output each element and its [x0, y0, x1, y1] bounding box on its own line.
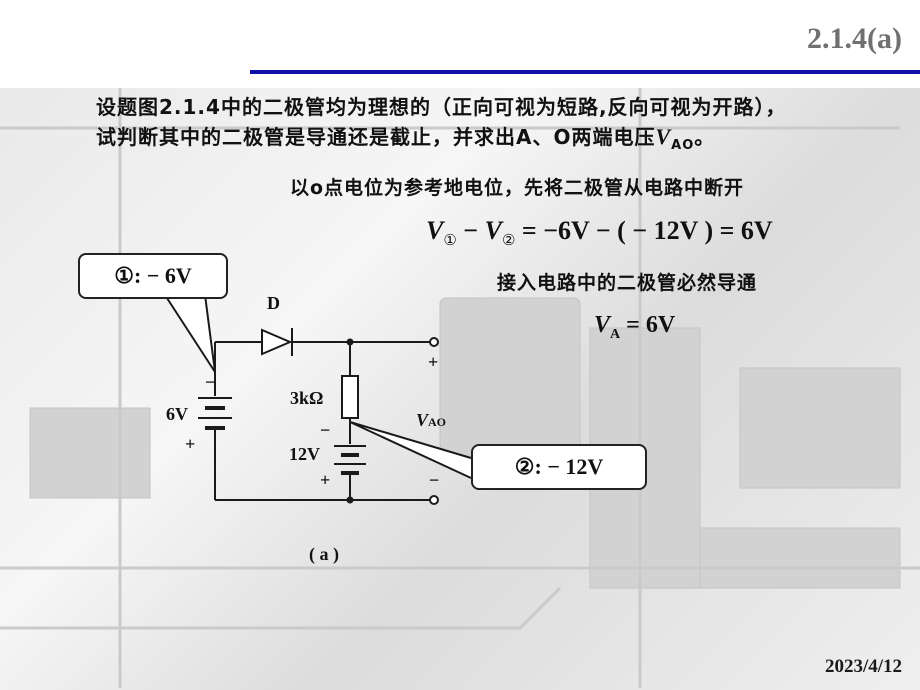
callout1-pointer [164, 294, 216, 373]
statement-line1: 设题图2.1.4中的二极管均为理想的（正向可视为短路,反向可视为开路）， [96, 95, 787, 119]
diode-triangle [261, 328, 293, 356]
diode-label: D [267, 293, 280, 313]
reference-line: 以o点电位为参考地电位，先将二极管从电路中断开 [290, 177, 745, 199]
junction-top [346, 338, 354, 346]
eq1-sub2: ② [501, 233, 516, 249]
output-plus: + [428, 352, 439, 372]
figure-caption: ( a ) [309, 544, 339, 564]
output-v: V [416, 410, 429, 430]
callout-node1: ①: − 6V [78, 253, 228, 299]
statement-line2: 试判断其中的二极管是导通还是截止，并求出A、O两端电压VAO。 [96, 122, 916, 161]
source2-label: 12V [289, 444, 320, 464]
problem-statement: 设题图2.1.4中的二极管均为理想的（正向可视为短路,反向可视为开路）， 试判断… [96, 92, 916, 161]
eq1-rest: = −6V − ( − 12V ) = 6V [515, 216, 773, 245]
output-sub: AO [428, 415, 447, 429]
title-underline [250, 70, 920, 74]
conducting-line: 接入电路中的二极管必然导通 [497, 272, 758, 294]
eq2-sub: A [610, 327, 621, 342]
callout2-pointer [349, 421, 472, 479]
eq1-v2: V [484, 216, 502, 245]
callout-node2: ②: − 12V [471, 444, 647, 490]
statement-end: 。 [694, 125, 716, 149]
source1-plus: + [185, 434, 196, 454]
junction-bottom [346, 496, 354, 504]
source2-minus: − [320, 420, 331, 440]
statement-line2-text: 试判断其中的二极管是导通还是截止，并求出A、O两端电压 [96, 125, 656, 149]
resistor-label: 3kΩ [290, 388, 324, 408]
output-voltage-label: VAO [416, 410, 446, 431]
voltage-subscript: AO [671, 138, 695, 153]
eq1-sub1: ① [443, 233, 457, 249]
resistor [341, 375, 359, 419]
equation-2: VA = 6V [594, 312, 675, 343]
source1-label: 6V [166, 404, 188, 424]
slide-date: 2023/4/12 [824, 656, 902, 677]
eq2-rest: = 6V [620, 312, 676, 338]
terminal-a [429, 337, 439, 347]
source2-plus: + [320, 470, 331, 490]
eq1-v1: V [426, 216, 444, 245]
eq2-v: V [594, 312, 611, 338]
circuit-board-background [0, 88, 920, 688]
equation-1: V① − V② = −6V − ( − 12V ) = 6V [426, 216, 773, 250]
terminal-o [429, 495, 439, 505]
source1-minus: − [205, 372, 216, 392]
output-minus: − [429, 470, 440, 490]
eq1-minus: − [456, 216, 485, 245]
voltage-symbol: V [655, 124, 672, 149]
slide-title: 2.1.4(a) [807, 22, 902, 55]
